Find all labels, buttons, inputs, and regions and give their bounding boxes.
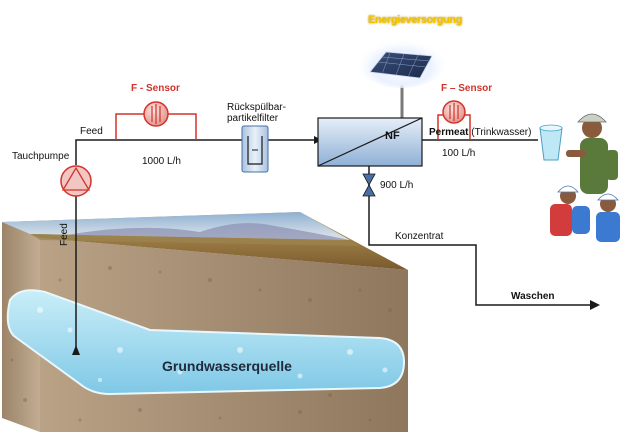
landscape-block bbox=[2, 212, 408, 432]
nf-label: NF bbox=[385, 130, 400, 142]
feed-vertical-label: Feed bbox=[59, 223, 70, 246]
groundwater-aquifer bbox=[6, 289, 406, 396]
permeate-bold: Permeat bbox=[429, 127, 469, 138]
flow-sensor-icon-right bbox=[442, 100, 466, 124]
energy-supply-label: Energieversorgung bbox=[368, 14, 463, 26]
permeate-flow-label: 100 L/h bbox=[442, 148, 476, 159]
feed-arrow-up bbox=[72, 345, 80, 355]
solar-panel-icon bbox=[358, 36, 446, 88]
washing-label: Waschen bbox=[511, 291, 555, 302]
permeate-label: Permeat (Trinkwasser) bbox=[429, 127, 531, 138]
people-illustration bbox=[550, 113, 620, 242]
nf-membrane-icon bbox=[317, 117, 423, 167]
flow-sensor-icon-left bbox=[143, 101, 169, 127]
pump-icon bbox=[60, 165, 92, 197]
permeate-rest: (Trinkwasser) bbox=[468, 127, 532, 138]
f-sensor-left-label: F - Sensor bbox=[131, 83, 180, 94]
washing-arrow bbox=[590, 300, 600, 310]
groundwater-source-label: Grundwasserquelle bbox=[162, 358, 292, 374]
concentrate-pipe bbox=[368, 166, 590, 306]
feed-pipe bbox=[75, 139, 242, 165]
feed-top-label: Feed bbox=[80, 126, 103, 137]
particle-filter-icon bbox=[241, 125, 269, 173]
f-sensor-right-label: F – Sensor bbox=[441, 83, 493, 94]
feed-flow-label: 1000 L/h bbox=[142, 156, 181, 167]
mountain bbox=[30, 223, 350, 240]
filter-label-line2: partikelfilter bbox=[227, 113, 279, 124]
concentrate-flow-label: 900 L/h bbox=[380, 180, 414, 191]
concentrate-label: Konzentrat bbox=[395, 231, 444, 242]
glass-of-water-icon bbox=[539, 124, 563, 161]
filter-label-line1: Rückspülbar- bbox=[227, 102, 286, 113]
submersible-pump-label: Tauchpumpe bbox=[12, 151, 70, 162]
valve-icon bbox=[362, 173, 376, 197]
